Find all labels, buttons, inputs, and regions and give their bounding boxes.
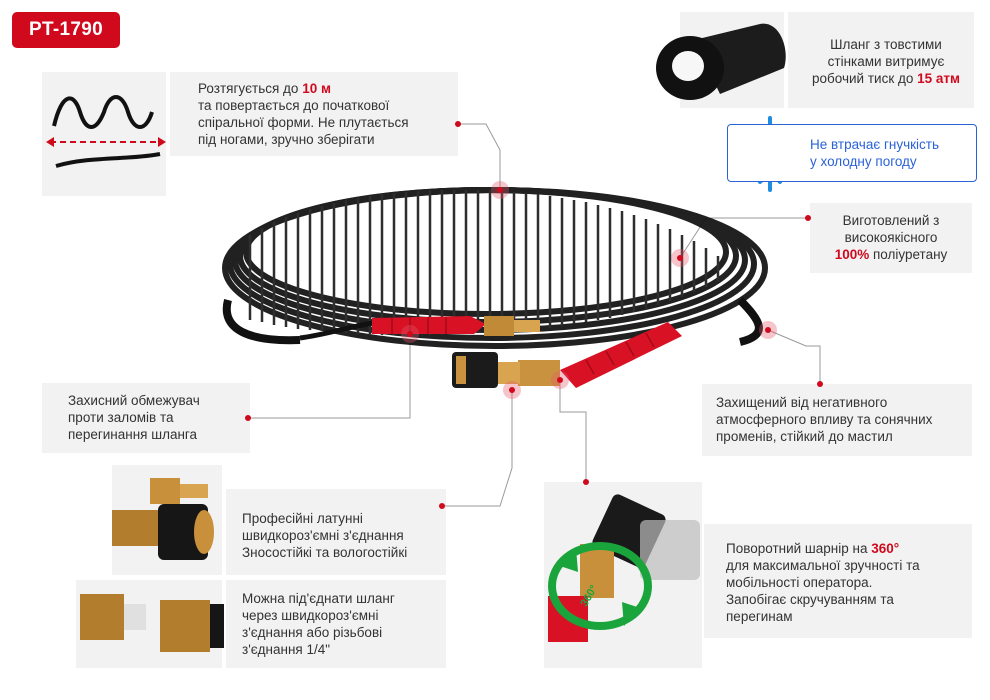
brass-line-1: Професійні латунні: [242, 511, 363, 526]
brass-line-2: швидкороз'ємні з'єднання: [242, 528, 404, 543]
leader-dot: [245, 415, 251, 421]
polyurethane-description: Виготовлений з високоякісного 100% поліу…: [810, 212, 972, 263]
leader-dot: [765, 327, 771, 333]
connect-line-3: з'єднання або різьбові: [242, 625, 383, 640]
stretch-text-panel: [170, 72, 458, 156]
limiter-description: Захисний обмежувач проти заломів та пере…: [68, 392, 200, 443]
stretch-wave-icon: [46, 95, 166, 168]
thick-wall-line-1: Шланг з товстими: [830, 37, 942, 52]
polyurethane-line-2: високоякісного: [844, 230, 938, 245]
pressure-value: 15 атм: [917, 71, 960, 86]
weather-line-3: променів, стійкий до мастил: [716, 429, 893, 444]
weather-description: Захищений від негативного атмосферного в…: [716, 394, 932, 445]
frost-description: Не втрачає гнучкість у холодну погоду: [810, 136, 939, 170]
hose-cross-section-icon: [656, 23, 786, 100]
polyurethane-line-1: Виготовлений з: [842, 213, 940, 228]
swivel-description: Поворотний шарнір на 360° для максимальн…: [726, 540, 920, 625]
frost-line-2: у холодну погоду: [810, 154, 917, 169]
threaded-connectors-photo: [80, 594, 224, 652]
limiter-line-3: перегинання шланга: [68, 427, 198, 442]
connect-text-panel: [226, 580, 446, 668]
thick-wall-line-2: стінками витримує: [827, 54, 945, 69]
swivel-line-1: Поворотний шарнір на: [726, 541, 872, 556]
limiter-line-2: проти заломів та: [68, 410, 174, 425]
leader-dot: [805, 215, 811, 221]
connect-line-1: Можна під'єднати шланг: [242, 591, 395, 606]
leader-dot: [407, 331, 413, 337]
stretch-line-3: спіральної форми. Не плутається: [198, 115, 409, 130]
stretch-line-4: під ногами, зручно зберігати: [198, 132, 375, 147]
weather-text-panel: [702, 384, 972, 456]
swivel-text-panel: [704, 524, 972, 638]
polyurethane-text-panel: [810, 203, 972, 273]
connect-description: Можна під'єднати шланг через швидкороз'є…: [242, 590, 395, 658]
thick-wall-line-3: робочий тиск до: [812, 71, 918, 86]
swivel-line-2: для максимальної зручності та: [726, 558, 920, 573]
brass-line-3: Зносостійкі та вологостійкі: [242, 545, 408, 560]
brass-description: Професійні латунні швидкороз'ємні з'єдна…: [242, 510, 407, 561]
stretch-icon-panel: [42, 72, 166, 196]
stretch-line-1: Розтягується до: [198, 81, 303, 96]
brass-connectors-photo: [112, 478, 214, 560]
leader-dot: [817, 381, 823, 387]
thick-wall-text-panel: [788, 12, 974, 108]
brass-text-panel: [226, 489, 446, 575]
coiled-hose-illustration: [222, 187, 768, 388]
swivel-line-4: Запобігає скручуванням та: [726, 592, 894, 607]
swivel-line-5: перегинам: [726, 609, 793, 624]
leader-dot: [497, 187, 503, 193]
leader-dot: [455, 121, 461, 127]
swivel-angle-value: 360°: [871, 541, 900, 556]
connect-line-2: через швидкороз'ємні: [242, 608, 379, 623]
leader-dot: [677, 255, 683, 261]
weather-line-1: Захищений від негативного: [716, 395, 888, 410]
frost-resistance-box: [727, 124, 977, 182]
connect-line-4: з'єднання 1/4": [242, 642, 331, 657]
swivel-line-3: мобільності оператора.: [726, 575, 873, 590]
thick-wall-description: Шланг з товстими стінками витримує робоч…: [798, 36, 974, 87]
weather-line-2: атмосферного впливу та сонячних: [716, 412, 933, 427]
limiter-line-1: Захисний обмежувач: [68, 393, 200, 408]
leader-dot: [439, 503, 445, 509]
polyurethane-line-3: поліуретану: [869, 247, 948, 262]
model-badge: PT-1790: [12, 12, 120, 48]
rotation-arrow-icon: [548, 542, 652, 630]
frost-line-1: Не втрачає гнучкість: [810, 137, 940, 152]
stretch-length-value: 10 м: [302, 81, 331, 96]
polyurethane-percent: 100%: [834, 247, 870, 262]
leader-dot: [583, 479, 589, 485]
leader-dot: [557, 377, 563, 383]
stretch-description: Розтягується до 10 м та повертається до …: [198, 80, 409, 148]
limiter-text-panel: [42, 383, 250, 453]
stretch-line-2: та повертається до початкової: [198, 98, 390, 113]
leader-dot: [509, 387, 515, 393]
